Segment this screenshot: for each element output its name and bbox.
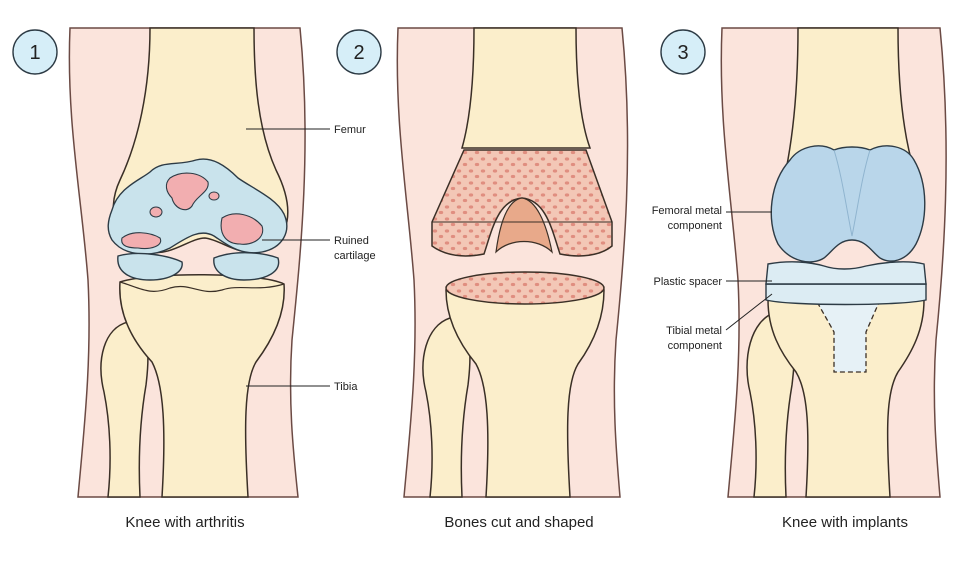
- label-femoral-metal-line1: Femoral metal: [652, 205, 722, 217]
- label-tibial-metal-line2: component: [668, 340, 722, 352]
- label-plastic-spacer: Plastic spacer: [654, 276, 723, 288]
- step-number-2: 2: [353, 42, 364, 64]
- step-number-3: 3: [677, 42, 688, 64]
- tibia-bone-2: [445, 289, 605, 498]
- label-ruined-cartilage-line1: Ruined: [334, 235, 369, 247]
- panel-1-illustration: [68, 27, 330, 498]
- caption-panel-2: Bones cut and shaped: [444, 514, 593, 531]
- step-number-1: 1: [29, 42, 40, 64]
- step-badge-2: 2: [336, 29, 382, 75]
- panel-3-illustration: [720, 27, 947, 498]
- tibial-metal-component: [765, 283, 927, 306]
- fibula-1: [100, 321, 149, 498]
- femoral-metal-component: [770, 145, 926, 263]
- step-badge-1: 1: [12, 29, 58, 75]
- label-tibial-metal-line1: Tibial metal: [666, 325, 722, 337]
- label-ruined-cartilage-line2: cartilage: [334, 250, 376, 262]
- caption-panel-1: Knee with arthritis: [125, 514, 244, 531]
- tibia-bone-3: [767, 299, 925, 498]
- label-tibia: Tibia: [334, 381, 358, 393]
- panel-2-illustration: [396, 27, 629, 498]
- caption-panel-3: Knee with implants: [782, 514, 908, 531]
- fibula-2: [422, 317, 471, 498]
- plastic-spacer: [765, 261, 927, 285]
- tibia-cut-surface: [445, 271, 605, 305]
- step-badge-3: 3: [660, 29, 706, 75]
- femur-bone-2: [461, 27, 592, 149]
- label-femoral-metal-line2: component: [668, 220, 722, 232]
- label-femur: Femur: [334, 124, 366, 136]
